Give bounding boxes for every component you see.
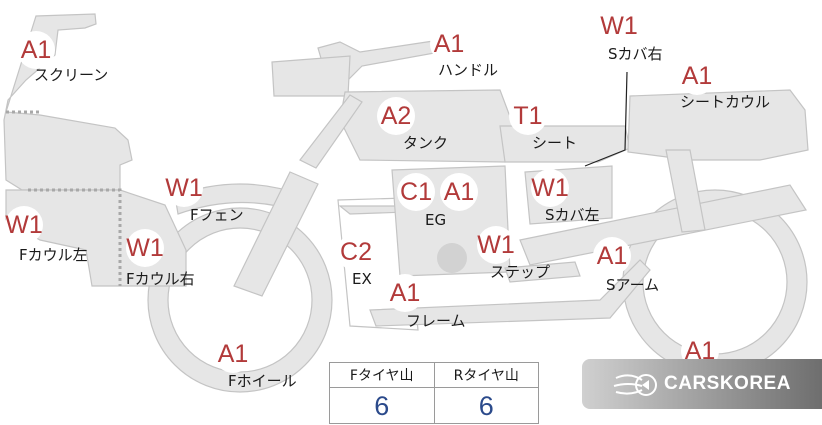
front-cowl-left-code-badge: W1 xyxy=(5,206,43,244)
s-cover-left-label: Sカバ左 xyxy=(545,206,600,224)
engine-c-code-badge: C1 xyxy=(397,173,435,211)
seat-label: シート xyxy=(532,134,578,152)
screen-label: スクリーン xyxy=(34,66,109,84)
tire-tread-value-row: 6 6 xyxy=(330,387,538,424)
front-fender-code-badge: W1 xyxy=(165,169,203,207)
tank-code-badge: A2 xyxy=(377,97,415,135)
swing-arm-label: Sアーム xyxy=(606,276,660,294)
swing-arm-code-badge: A1 xyxy=(593,237,631,275)
front-cowl-right-label: Fカウル右 xyxy=(126,270,195,288)
handle-label: ハンドル xyxy=(438,61,499,79)
seat-cowl-label: シートカウル xyxy=(680,93,771,111)
engine-a-code-badge: A1 xyxy=(440,173,478,211)
front-cowl-left-label: Fカウル左 xyxy=(19,246,88,264)
front-cowl-right-code-badge: W1 xyxy=(126,229,164,267)
frame-code-badge: A1 xyxy=(386,274,424,312)
front-tread-header: Fタイヤ山 xyxy=(349,368,414,384)
frame-label: フレーム xyxy=(406,312,466,330)
carskorea-logo-icon xyxy=(613,374,657,396)
engine-label: EG xyxy=(425,211,447,229)
step-code-badge: W1 xyxy=(477,226,515,264)
tire-tread-header-row: Fタイヤ山 Rタイヤ山 xyxy=(330,363,538,387)
s-cover-right-label: Sカバ右 xyxy=(608,45,663,63)
seat-cowl-code-badge: A1 xyxy=(678,57,716,95)
handle-code-badge: A1 xyxy=(430,25,468,63)
tire-tread-table: Fタイヤ山 Rタイヤ山 6 6 xyxy=(329,362,539,424)
front-wheel-code-badge: A1 xyxy=(214,335,252,373)
s-cover-right-code-badge: W1 xyxy=(600,7,638,45)
seat-code-badge: T1 xyxy=(509,97,547,135)
rear-tread-header: Rタイヤ山 xyxy=(433,363,539,387)
rear-tread-value: 6 xyxy=(433,388,539,424)
exhaust-label: EX xyxy=(352,270,372,288)
screen-code-badge: A1 xyxy=(17,31,55,69)
carskorea-watermark: CARSKOREA xyxy=(582,359,822,409)
watermark-text: CARSKOREA xyxy=(664,373,791,394)
front-tread-value: 6 xyxy=(374,390,390,421)
s-cover-left-code-badge: W1 xyxy=(531,169,569,207)
step-label: ステップ xyxy=(490,263,551,281)
front-wheel-label: Fホイール xyxy=(228,372,297,390)
tank-label: タンク xyxy=(403,134,449,152)
front-fender-label: Fフェン xyxy=(190,206,244,224)
exhaust-code-badge: C2 xyxy=(337,233,375,271)
